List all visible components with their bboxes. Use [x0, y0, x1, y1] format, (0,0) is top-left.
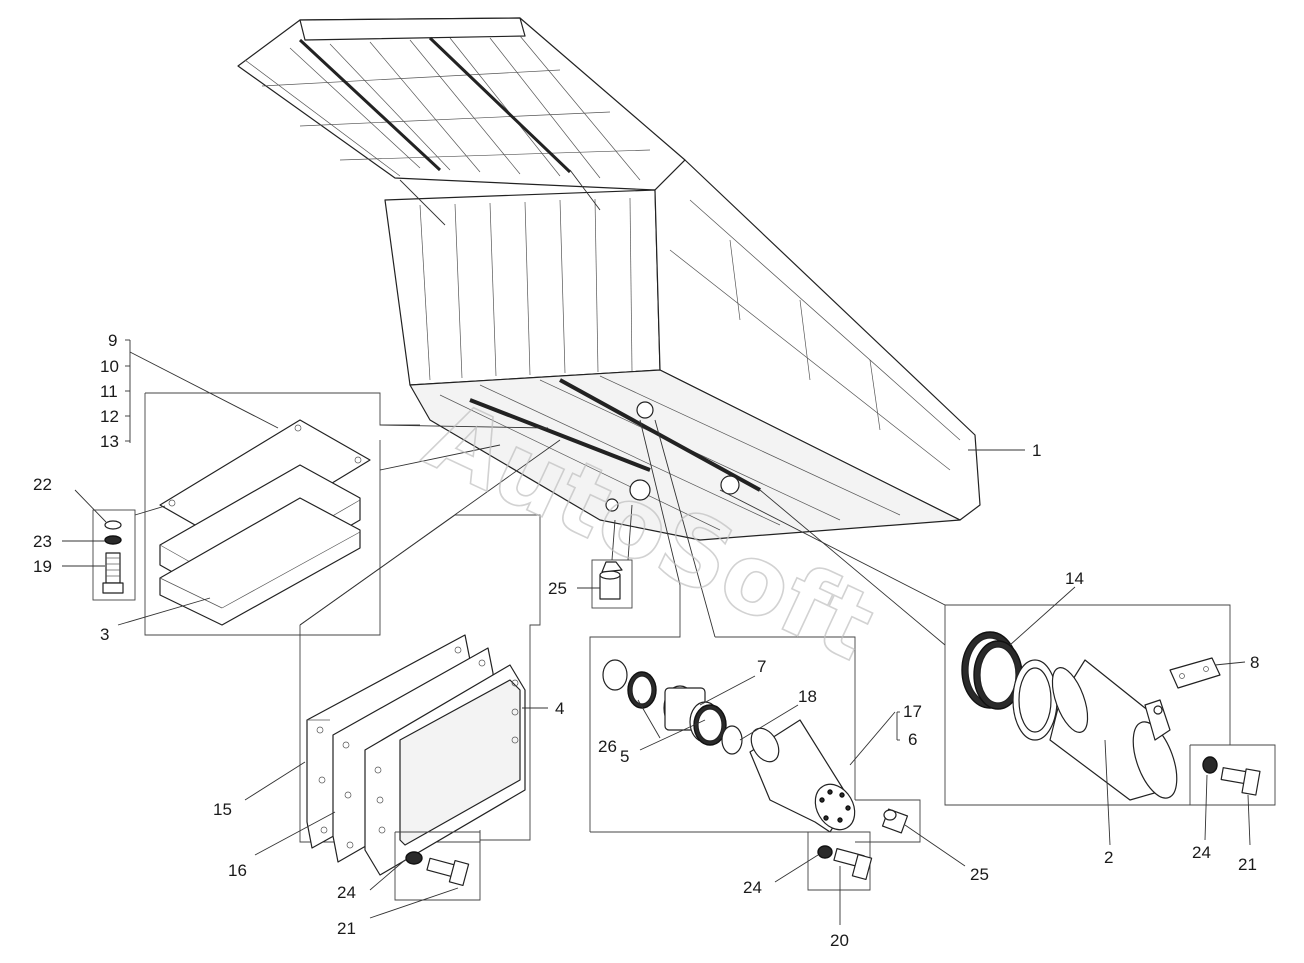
- callout-22: 22: [33, 475, 52, 494]
- callout-15: 15: [213, 800, 232, 819]
- bolt-kit-lower-left: [394, 831, 481, 901]
- leader-lines: [62, 339, 1251, 925]
- callout-19: 19: [33, 557, 52, 576]
- callout-1: 1: [1032, 441, 1041, 460]
- pad-assembly: [129, 351, 549, 636]
- callout-18: 18: [798, 687, 817, 706]
- callout-20: 20: [830, 931, 849, 950]
- callout-12: 12: [100, 407, 119, 426]
- callout-2: 2: [1104, 848, 1113, 867]
- pin-bushing-assembly: [589, 419, 921, 891]
- callout-17: 17: [903, 702, 922, 721]
- dump-body: [237, 17, 981, 541]
- callout-labels: 1 9 10 11 12 13 22 23 19 3 25 14 8 7 18 …: [33, 331, 1259, 950]
- callout-3: 3: [100, 625, 109, 644]
- hinge-pin-assembly: [719, 489, 1276, 806]
- grease-fitting-upper: [591, 504, 633, 609]
- wear-plates: [299, 439, 561, 876]
- callout-24-middle: 24: [743, 878, 762, 897]
- callout-21-left: 21: [337, 919, 356, 938]
- callout-23: 23: [33, 532, 52, 551]
- callout-25-upper: 25: [548, 579, 567, 598]
- callout-8: 8: [1250, 653, 1259, 672]
- callout-5: 5: [620, 747, 629, 766]
- callout-24-left: 24: [337, 883, 356, 902]
- callout-6: 6: [908, 730, 917, 749]
- callout-13: 13: [100, 432, 119, 451]
- callout-7: 7: [757, 657, 766, 676]
- callout-26: 26: [598, 737, 617, 756]
- callout-4: 4: [555, 699, 564, 718]
- callout-9: 9: [108, 331, 117, 350]
- callout-24-right: 24: [1192, 843, 1211, 862]
- callout-10: 10: [100, 357, 119, 376]
- callout-25-lower: 25: [970, 865, 989, 884]
- bolt-kit-left: [92, 505, 166, 601]
- callout-11: 11: [100, 382, 118, 401]
- callout-14: 14: [1065, 569, 1084, 588]
- callout-21-right: 21: [1238, 855, 1257, 874]
- callout-16: 16: [228, 861, 247, 880]
